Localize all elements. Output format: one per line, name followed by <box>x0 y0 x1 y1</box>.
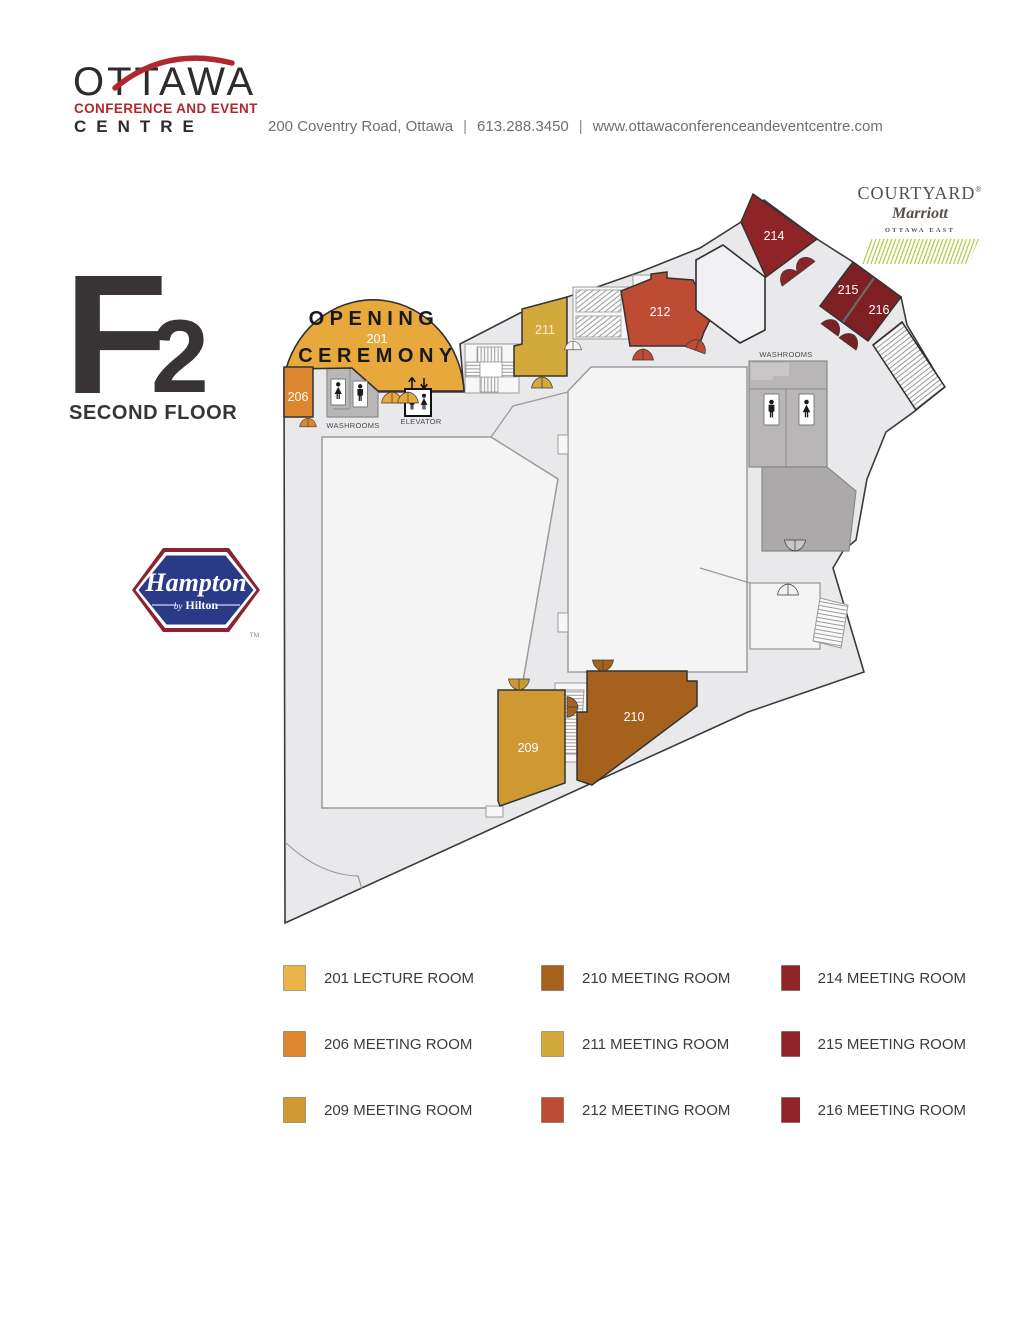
stairs-upper <box>575 289 622 313</box>
logo-arc <box>112 55 235 91</box>
stairs-upper <box>575 315 622 338</box>
marriott-name: Marriott <box>891 205 948 222</box>
legend-label: 211 MEETING ROOM <box>582 1035 730 1053</box>
washroom-sub-room <box>773 363 789 376</box>
legend-label: 212 MEETING ROOM <box>582 1101 731 1119</box>
legend-swatch <box>541 1031 564 1057</box>
washrooms-left-label: WASHROOMS <box>326 421 379 430</box>
room-206 <box>283 366 314 418</box>
stairs-landing <box>479 361 503 378</box>
room-210 <box>576 670 698 786</box>
floor-code-number: 2 <box>151 299 209 415</box>
logo-wordmark: OTTAWA <box>73 60 257 104</box>
legend-swatch <box>541 965 564 991</box>
atrium-hexagon <box>695 244 766 344</box>
room-206-label: 206 <box>288 390 309 404</box>
logo-subtitle: CONFERENCE AND EVENT <box>74 101 258 116</box>
legend-item-210: 210 MEETING ROOM <box>541 964 781 992</box>
room-209 <box>497 689 566 807</box>
legend-label: 214 MEETING ROOM <box>817 969 966 987</box>
legend-swatch <box>283 1097 306 1123</box>
door-tab <box>557 612 569 633</box>
courtyard-name: COURTYARD® <box>857 183 983 203</box>
floor-code-letter: F <box>64 240 168 430</box>
room-214 <box>740 192 819 279</box>
legend-item-215: 215 MEETING ROOM <box>781 1030 966 1058</box>
legend-swatch <box>781 965 800 991</box>
legend: 201 LECTURE ROOM 206 MEETING ROOM 209 ME… <box>283 964 966 1124</box>
room-209-label: 209 <box>518 741 539 755</box>
legend-swatch <box>781 1097 800 1123</box>
door-tab <box>485 805 504 818</box>
room-215-label: 215 <box>838 283 859 297</box>
legend-label: 206 MEETING ROOM <box>324 1035 473 1053</box>
legend-label: 209 MEETING ROOM <box>324 1101 473 1119</box>
legend-label: 201 LECTURE ROOM <box>324 969 475 987</box>
room-210-label: 210 <box>624 710 645 724</box>
service-room <box>761 466 857 552</box>
large-hall-right <box>567 366 748 673</box>
hampton-name: Hampton <box>144 568 246 597</box>
corridor-wall <box>490 391 569 438</box>
legend-swatch <box>283 1031 306 1057</box>
separator: | <box>578 118 583 135</box>
room-215-216 <box>818 260 903 343</box>
room-201-opening-ceremony <box>284 299 465 392</box>
registered-icon: ® <box>975 185 983 194</box>
website-url: www.ottawaconferenceandeventcentre.com <box>592 118 883 135</box>
washroom-sub-room <box>751 363 773 380</box>
opening-ceremony-line1: OPENING <box>309 308 440 330</box>
separator: | <box>463 118 468 135</box>
legend-item-206: 206 MEETING ROOM <box>283 1030 541 1058</box>
legend-swatch <box>283 965 306 991</box>
up-arrow-icon <box>408 377 416 388</box>
room-214-label: 214 <box>764 229 785 243</box>
legend-item-211: 211 MEETING ROOM <box>541 1030 781 1058</box>
down-arrow-icon <box>420 378 428 389</box>
phone-number: 613.288.3450 <box>477 118 569 135</box>
legend-label: 216 MEETING ROOM <box>817 1101 966 1119</box>
room-212-label: 212 <box>650 305 671 319</box>
legend-item-214: 214 MEETING ROOM <box>781 964 966 992</box>
legend-item-209: 209 MEETING ROOM <box>283 1096 541 1124</box>
door-tab <box>557 434 569 455</box>
stairs-strip <box>479 376 499 393</box>
curved-wall <box>284 841 363 890</box>
room-211-label: 211 <box>535 323 555 337</box>
opening-ceremony-line2: CEREMONY <box>298 345 458 367</box>
washrooms-right-label: WASHROOMS <box>759 350 812 359</box>
courtyard-marriott-logo: COURTYARD® Marriott OTTAWA EAST <box>853 183 987 264</box>
floor-name: SECOND FLOOR <box>69 402 238 424</box>
legend-item-216: 216 MEETING ROOM <box>781 1096 966 1124</box>
room-212 <box>620 271 713 347</box>
room-211 <box>513 296 568 377</box>
legend-item-201: 201 LECTURE ROOM <box>283 964 541 992</box>
stairs-strip <box>465 361 481 378</box>
courtyard-location: OTTAWA EAST <box>884 227 956 234</box>
legend-swatch <box>781 1031 800 1057</box>
stairs-strip <box>476 346 503 363</box>
stripes-decoration <box>861 239 979 264</box>
logo-centre: CENTRE <box>74 117 204 136</box>
stairs-diagonal <box>871 320 947 412</box>
stairs-bottom-right <box>812 597 849 649</box>
street-address: 200 Coventry Road, Ottawa <box>268 118 454 135</box>
legend-label: 215 MEETING ROOM <box>817 1035 966 1053</box>
room-216-label: 216 <box>869 303 890 317</box>
elevator-label: ELEVATOR <box>400 417 441 426</box>
contact-line: 200 Coventry Road, Ottawa | 613.288.3450 | w… <box>268 118 883 135</box>
trademark-icon: TM <box>250 632 259 638</box>
legend-label: 210 MEETING ROOM <box>582 969 731 987</box>
room-divider <box>842 277 875 323</box>
hampton-hexagon-fill <box>138 555 254 625</box>
corridor-wall <box>699 567 751 584</box>
legend-swatch <box>541 1097 564 1123</box>
legend-item-212: 212 MEETING ROOM <box>541 1096 781 1124</box>
room-201-label: 201 <box>367 332 388 346</box>
